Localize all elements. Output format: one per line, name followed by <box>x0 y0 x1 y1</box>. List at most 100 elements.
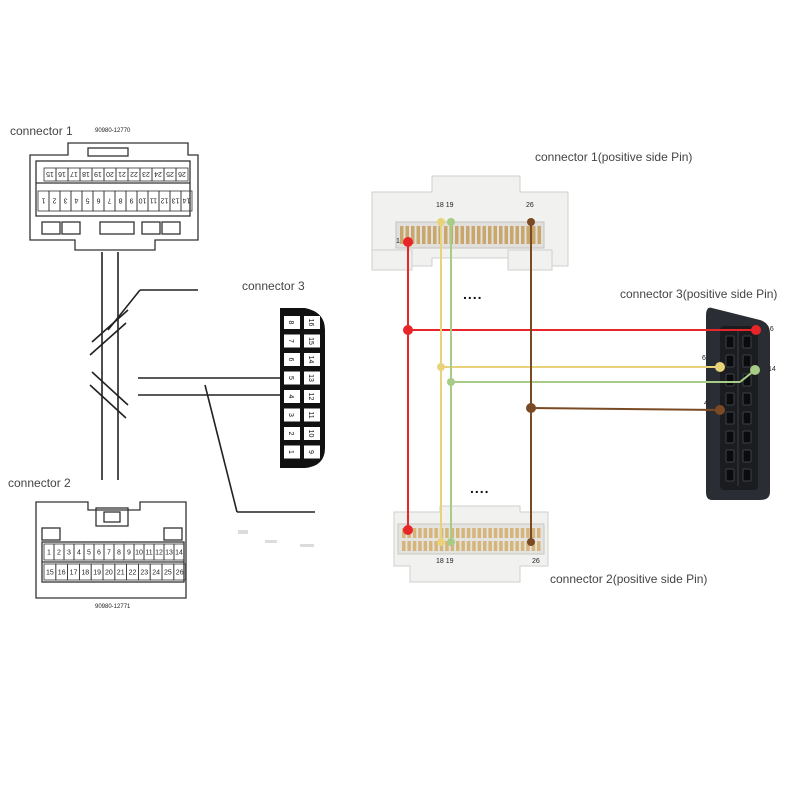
c1-top-pin-number: 19 <box>94 170 102 177</box>
c2-top-pin-number: 12 <box>155 550 163 557</box>
c1-bottom-pin-number: 9 <box>129 197 133 204</box>
c3-pin-cell <box>304 445 320 459</box>
wire-red <box>407 242 756 530</box>
c1-top-pin-number: 21 <box>118 170 126 177</box>
rc2-pin-slot <box>483 541 487 551</box>
rc1-pin-slot <box>504 226 508 244</box>
right-ellipsis-top: .... <box>463 286 483 302</box>
rc2-pin-slot <box>434 541 438 551</box>
rc3-pin-slot <box>742 411 752 425</box>
wire-yellow <box>440 222 720 542</box>
wire-brown <box>530 222 721 542</box>
rc2-pin-slot <box>402 541 406 551</box>
c3-pin-number: 3 <box>287 413 294 417</box>
c3-pin-cell <box>284 390 300 403</box>
c1-bottom-pin-number: 3 <box>63 197 67 204</box>
c2-bottom-pin-number: 20 <box>105 570 113 577</box>
c1-bottom-pin-number: 14 <box>183 197 191 204</box>
c3-pin-number: 8 <box>287 321 294 325</box>
c3-pin-cell <box>304 408 320 422</box>
rc2-pin-slot <box>537 541 541 551</box>
rc1-pin-slot <box>510 226 514 244</box>
left-connector2-drawing <box>35 501 187 599</box>
rc1-pin-slot <box>521 226 525 244</box>
rc2-pin-slot <box>477 541 482 551</box>
c1-top-pin-number: 22 <box>130 170 138 177</box>
rc1-pin-slot <box>416 226 420 244</box>
c2-top-pin-number: 6 <box>97 550 101 557</box>
c2-bottom-cell <box>173 563 187 581</box>
right-connector3-pins <box>725 335 752 482</box>
c3-pin-number: 9 <box>307 450 314 454</box>
rc3-pin-slot <box>725 449 735 463</box>
rc2-pin-slot <box>483 528 487 538</box>
right-connector2-label: connector 2(positive side Pin) <box>550 572 708 586</box>
rc3-pin-slot <box>725 430 735 444</box>
c1-bottom-pin-number: 5 <box>85 197 89 204</box>
rc3-pin-16-label: 16 <box>766 326 774 333</box>
right-connector1-label: connector 1(positive side Pin) <box>535 150 693 164</box>
c3-pin-cell <box>304 316 320 329</box>
rc1-pin-slot <box>526 226 530 244</box>
rc2-pin-slot <box>407 541 411 551</box>
c2-bottom-pin-number: 19 <box>93 570 101 577</box>
rc3-pin-slot <box>742 430 752 444</box>
rc2-pin-slot <box>456 541 460 551</box>
c1-bottom-pin-number: 1 <box>41 197 45 204</box>
c3-pin-number: 2 <box>287 432 294 436</box>
c1-bottom-pin-number: 7 <box>107 197 111 204</box>
rc1-pin-slot <box>477 226 481 244</box>
rc3-pin-slot <box>725 468 735 482</box>
rc3-pin-slot <box>725 392 735 406</box>
rc2-pin-slot <box>445 528 449 538</box>
rc1-pin-slot <box>444 226 448 244</box>
rc1-pin-slot <box>515 226 519 244</box>
rc3-pin-slot <box>725 354 735 368</box>
rc2-pin-slot <box>418 528 422 538</box>
rc3-pin-4-label: 4 <box>704 400 708 407</box>
rc1-pins-18-19-label: 18 19 <box>436 202 454 209</box>
c3-pin-number: 14 <box>307 356 314 364</box>
rc2-pin-slot <box>510 541 514 551</box>
rc2-pin-slot <box>434 528 438 538</box>
c3-pin-cell <box>284 445 300 459</box>
c2-top-pin-number: 3 <box>67 550 71 557</box>
rc2-pin-slot <box>402 528 406 538</box>
c3-pin-number: 7 <box>287 339 294 343</box>
rc2-pin-slot <box>472 541 476 551</box>
right-ellipsis-bottom: .... <box>470 480 490 496</box>
left-connector2-label: connector 2 <box>8 476 71 490</box>
rc2-pin-slot <box>515 528 519 538</box>
left-connector1-part-number: 90980-12770 <box>95 128 131 134</box>
c3-pin-number: 16 <box>307 319 314 327</box>
rc2-pin-slot <box>450 541 455 551</box>
c3-pin-cell <box>284 316 300 329</box>
rc1-pin-slot <box>471 226 475 244</box>
rc2-pin-slot <box>504 541 509 551</box>
c1-top-pin-number: 23 <box>142 170 150 177</box>
c2-top-cell <box>173 543 185 561</box>
left-connector1-label: connector 1 <box>10 124 73 138</box>
rc2-pin-slot <box>493 541 498 551</box>
c1-bottom-cell <box>180 190 193 212</box>
c2-top-pin-number: 2 <box>57 550 61 557</box>
rc3-pin-14-label: 14 <box>768 366 776 373</box>
rc2-pins-18-19-label: 18 19 <box>436 558 454 565</box>
rc2-pin-slot <box>515 541 519 551</box>
rc2-pin-slot <box>526 528 530 538</box>
c2-top-pin-number: 14 <box>175 550 183 557</box>
c3-pin-number: 12 <box>307 393 314 401</box>
left-connector1-drawing <box>29 142 199 251</box>
c2-top-pin-number: 11 <box>145 550 152 557</box>
rc2-pin-slot <box>429 541 433 551</box>
rc2-pin-slot <box>477 528 482 538</box>
rc1-pin-slot <box>400 226 404 244</box>
right-connector3-label: connector 3(positive side Pin) <box>620 287 778 301</box>
rc2-pin-slot <box>461 541 465 551</box>
c3-pin-cell <box>304 390 320 403</box>
c3-pin-number: 1 <box>287 450 294 454</box>
rc2-pin-slot <box>429 528 433 538</box>
